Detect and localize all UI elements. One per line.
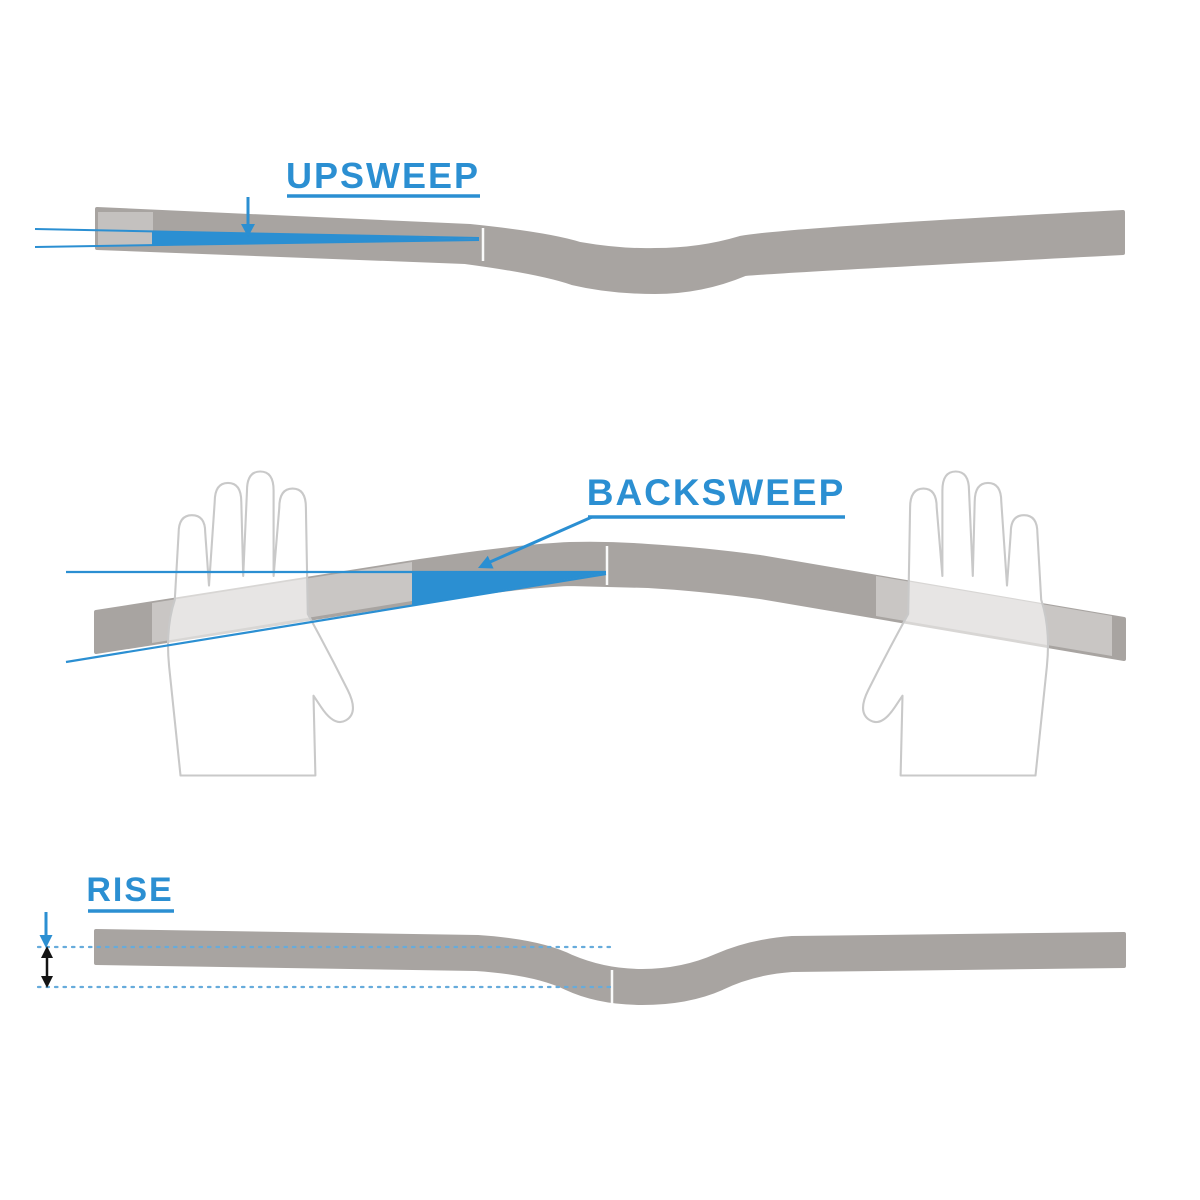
handlebar-side-view bbox=[95, 207, 1125, 294]
upsweep-angle-wedge bbox=[152, 231, 479, 246]
upsweep-arrowhead-icon bbox=[241, 224, 255, 237]
grip-sleeve-highlight bbox=[98, 212, 153, 246]
right-hand-outline bbox=[862, 470, 1050, 777]
rise-diagram: RISE bbox=[36, 871, 1126, 1005]
upsweep-label: UPSWEEP bbox=[286, 155, 480, 196]
backsweep-arrowhead-icon bbox=[478, 555, 494, 569]
backsweep-label: BACKSWEEP bbox=[587, 472, 846, 513]
handlebar-front-view bbox=[94, 929, 1126, 1005]
rise-label: RISE bbox=[86, 871, 173, 909]
left-hand-outline bbox=[166, 470, 354, 777]
backsweep-angle-wedge bbox=[412, 571, 606, 605]
backsweep-leader-line bbox=[489, 515, 593, 564]
rise-measure-arrowhead-down-icon bbox=[41, 976, 53, 988]
upsweep-reference-line-upper bbox=[34, 228, 480, 239]
backsweep-diagram: BACKSWEEP bbox=[65, 470, 1126, 777]
upsweep-diagram: UPSWEEP bbox=[34, 155, 1125, 294]
backsweep-reference-line-angled bbox=[65, 572, 607, 664]
rise-measure-arrowhead-up-icon bbox=[41, 946, 53, 958]
rise-arrowhead-icon bbox=[39, 935, 53, 948]
